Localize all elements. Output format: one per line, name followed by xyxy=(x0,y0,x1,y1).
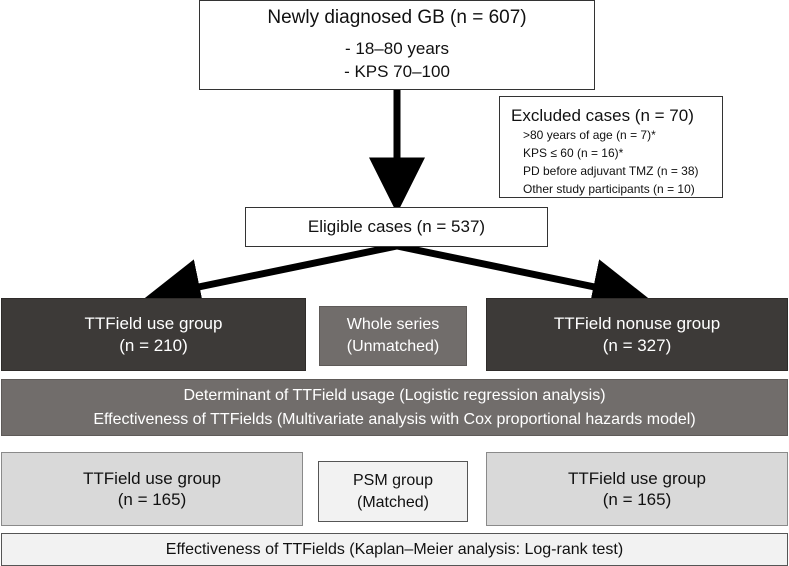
analysis-methods-box: Determinant of TTField usage (Logistic r… xyxy=(1,379,788,436)
newly-diagnosed-box: Newly diagnosed GB (n = 607) - 18–80 yea… xyxy=(199,0,595,90)
ttfield-use-group-unmatched-box: TTField use group (n = 210) xyxy=(1,298,306,371)
excluded-kps-item: KPS ≤ 60 (n = 16)* xyxy=(523,146,624,160)
psm-group-label: PSM group xyxy=(352,471,434,489)
excluded-study-item: Other study participants (n = 10) xyxy=(523,181,695,196)
kaplan-meier-analysis-text: Effectiveness of TTFields (Kaplan–Meier … xyxy=(165,540,624,558)
matched-right-group-count: (n = 165) xyxy=(602,490,672,509)
whole-series-box: Whole series (Unmatched) xyxy=(319,306,467,366)
ttfield-use-group-count: (n = 210) xyxy=(119,335,188,355)
whole-series-status: (Unmatched) xyxy=(346,338,440,355)
psm-group-status: (Matched) xyxy=(356,493,430,511)
matched-left-group-label: TTField use group xyxy=(83,468,221,488)
eligible-cases-label: Eligible cases (n = 537) xyxy=(307,217,486,237)
ttfield-use-group-label: TTField use group xyxy=(84,314,223,334)
ttfield-use-group-matched-left-box: TTField use group (n = 165) xyxy=(1,452,303,526)
ttfield-nonuse-group-count: (n = 327) xyxy=(602,335,672,355)
matched-left-group-count: (n = 165) xyxy=(117,490,187,509)
effectiveness-cox-analysis-text: Effectiveness of TTFields (Multivariate … xyxy=(93,410,696,428)
kps-criteria: - KPS 70–100 xyxy=(344,61,450,81)
whole-series-label: Whole series xyxy=(346,316,440,334)
psm-group-box: PSM group (Matched) xyxy=(318,461,468,522)
matched-right-group-label: TTField use group xyxy=(568,468,706,488)
excluded-cases-box: Excluded cases (n = 70) >80 years of age… xyxy=(499,96,723,198)
arrow-eligible-to-nonuse-group xyxy=(396,242,649,315)
eligible-cases-box: Eligible cases (n = 537) xyxy=(245,207,548,247)
ttfield-nonuse-group-label: TTField nonuse group xyxy=(553,314,721,334)
excluded-age-item: >80 years of age (n = 7)* xyxy=(523,128,656,143)
age-criteria: - 18–80 years xyxy=(345,38,449,58)
excluded-cases-title: Excluded cases (n = 70) xyxy=(511,106,694,125)
determinant-analysis-text: Determinant of TTField usage (Logistic r… xyxy=(183,387,606,405)
arrow-eligible-to-use-group xyxy=(144,242,398,315)
newly-diagnosed-title: Newly diagnosed GB (n = 607) xyxy=(267,7,527,29)
kaplan-meier-analysis-box: Effectiveness of TTFields (Kaplan–Meier … xyxy=(1,533,788,566)
ttfield-nonuse-group-box: TTField nonuse group (n = 327) xyxy=(486,298,788,371)
excluded-pd-item: PD before adjuvant TMZ (n = 38) xyxy=(523,163,699,178)
ttfield-use-group-matched-right-box: TTField use group (n = 165) xyxy=(486,452,788,526)
